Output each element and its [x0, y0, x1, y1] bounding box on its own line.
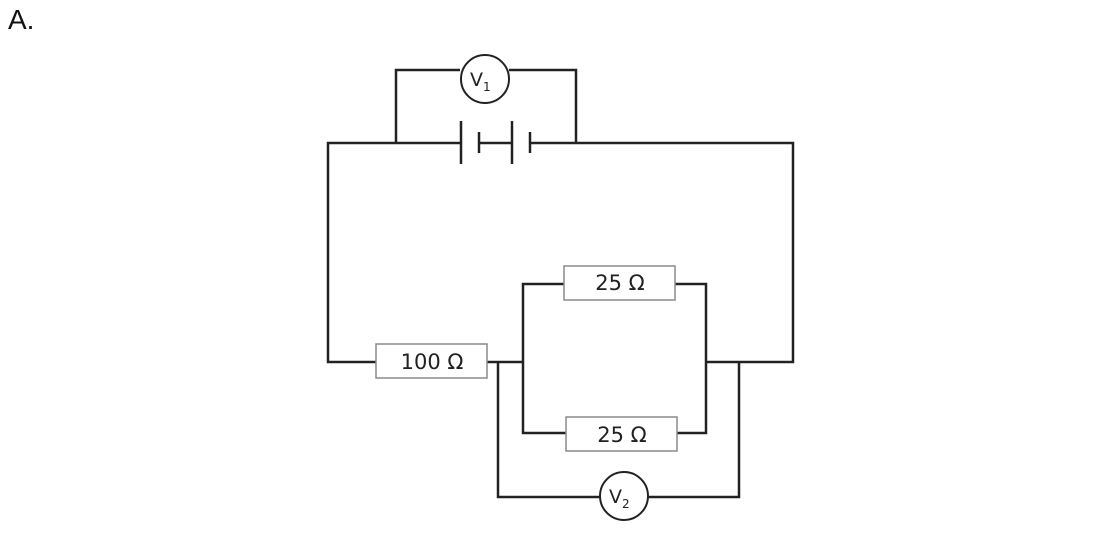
voltmeter-2-label: V2	[609, 486, 630, 511]
resistor-parallel-bottom-box	[565, 416, 678, 452]
wire-left	[326, 141, 396, 364]
voltmeter-2-wires	[496, 362, 741, 499]
resistor-parallel-top-label: 25 Ω	[595, 271, 644, 295]
battery	[459, 121, 532, 164]
resistor-series-box	[375, 343, 488, 379]
wire-parallel-left	[521, 282, 566, 435]
resistor-parallel-bottom: 25 Ω	[565, 416, 678, 452]
resistor-series: 100 Ω	[375, 343, 488, 379]
voltmeter-2-subscript: 2	[622, 497, 630, 511]
option-label: A.	[8, 4, 35, 35]
voltmeter-2: V2	[599, 471, 649, 521]
wire-v2-right	[648, 362, 741, 499]
voltmeter-1-wires	[394, 68, 578, 143]
wire-v2-left	[496, 362, 600, 499]
voltmeter-2-symbol: V	[609, 486, 622, 508]
wire-v1-right	[509, 68, 578, 143]
voltmeter-1-subscript: 1	[483, 80, 491, 94]
wire-parallel-right	[675, 282, 708, 435]
voltmeter-1-circle	[460, 54, 510, 104]
voltmeter-1-symbol: V	[470, 69, 483, 91]
wire-v1-left	[394, 68, 460, 143]
resistor-parallel-top: 25 Ω	[563, 265, 676, 301]
wire-right	[576, 141, 795, 364]
circuit-wires	[326, 141, 795, 435]
voltmeter-1: V1	[460, 54, 510, 104]
resistor-parallel-top-box	[563, 265, 676, 301]
resistor-parallel-bottom-label: 25 Ω	[597, 423, 646, 447]
voltmeter-1-label: V1	[470, 69, 491, 94]
voltmeter-2-circle	[599, 471, 649, 521]
resistor-series-label: 100 Ω	[401, 350, 464, 374]
